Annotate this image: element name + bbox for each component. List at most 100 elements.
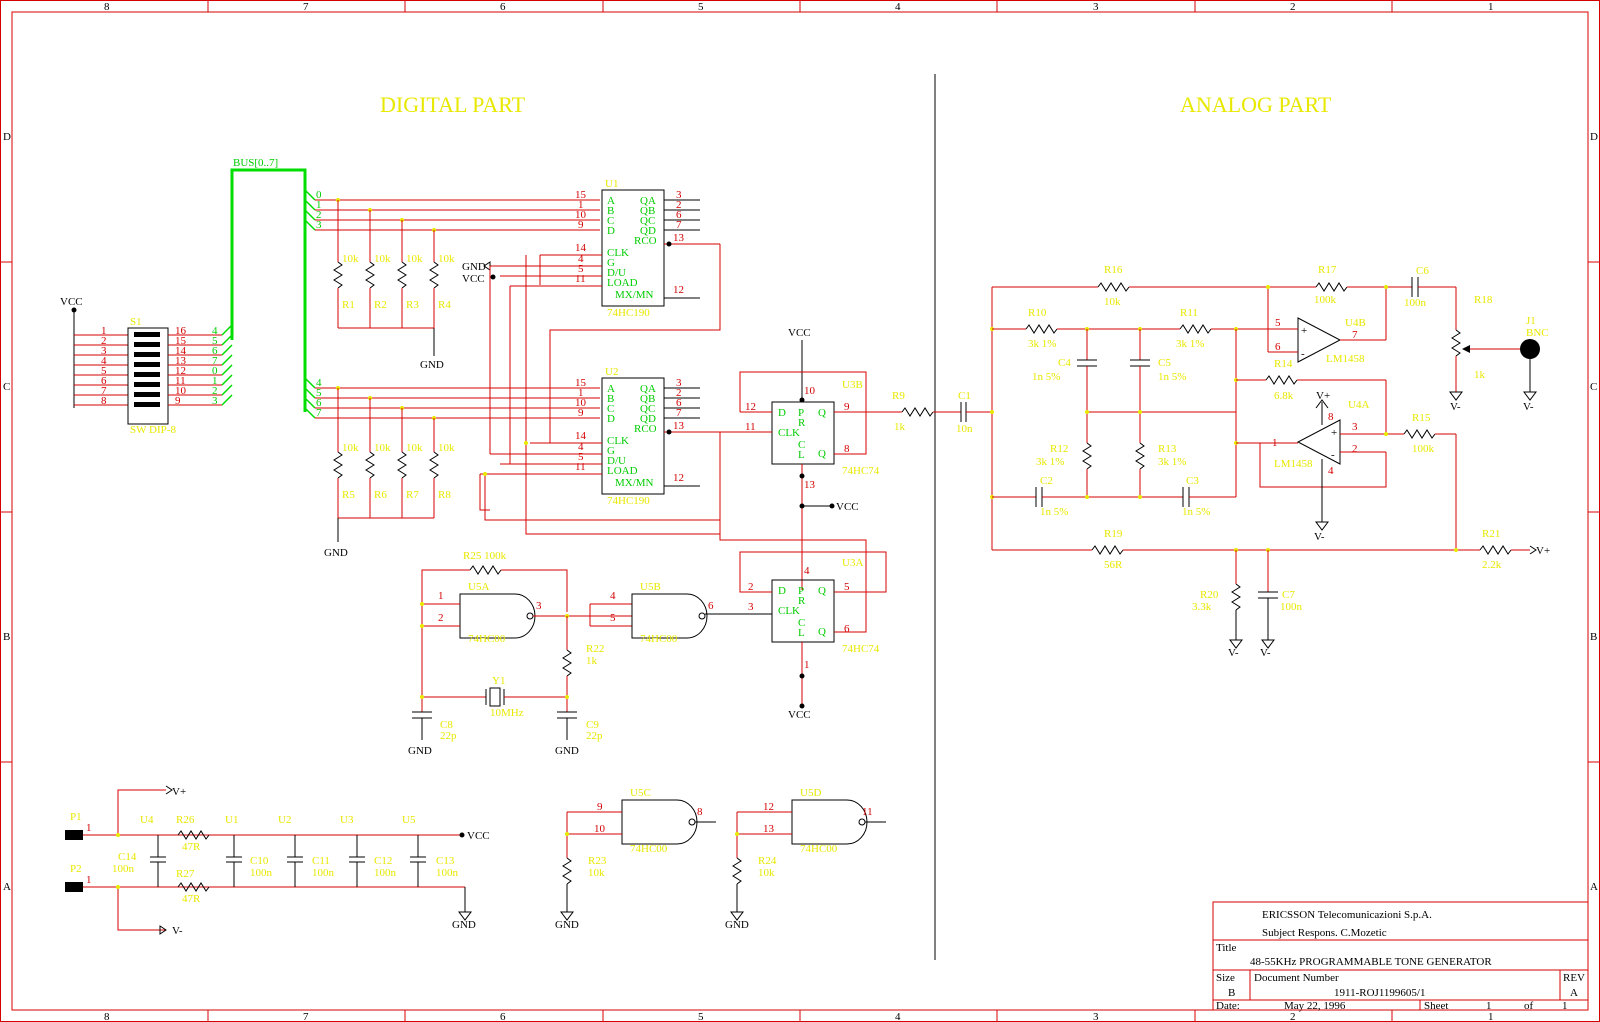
resistor-value: 10k [406,253,423,265]
c9-ref: C9 [586,719,599,731]
pin-num: 4 [578,441,584,453]
pin-name: G [607,257,615,269]
pin-name: B [607,205,614,217]
cap-ref: C14 [118,851,137,863]
svg-text:Q: Q [818,626,826,638]
oscillator: R25 100k U5A 74HC00 1 2 3 U5B 74HC00 4 5… [408,550,772,757]
u5b-ref: U5B [640,581,661,593]
vminus-label: V- [172,925,183,937]
col-label: 8 [104,1011,110,1022]
pin-num: 14 [175,345,187,357]
pin-name: QC [640,215,655,227]
date-label: Date: [1216,1000,1240,1012]
svg-text:P: P [798,585,804,597]
svg-text:P: P [798,407,804,419]
c9-value: 22p [586,730,603,742]
bus-label: BUS[0..7] [233,157,278,169]
bus-bit: 3 [212,395,218,407]
pin-num: 15 [575,377,587,389]
svg-text:CLK: CLK [778,605,800,617]
u3b-part: 74HC74 [842,465,880,477]
pin-num: 5 [610,612,616,624]
u5b-part: 74HC00 [640,633,678,645]
svg-text:C: C [798,439,805,451]
unit-label: U4 [140,814,154,826]
pin-num: 3 [676,377,682,389]
y1-value: 10MHz [490,707,524,719]
r15-ref: R15 [1412,412,1431,424]
vcc-label: VCC [462,273,485,285]
u2-ref: U2 [605,366,618,378]
col-label: 4 [895,1,901,13]
cap-value: 100n [112,863,135,875]
r15-value: 100k [1412,443,1435,455]
vplus-label: V+ [172,786,186,798]
vminus-label: V- [1260,647,1271,659]
c3-ref: C3 [1186,475,1199,487]
pin-num: 11 [575,273,586,285]
unit-label: U2 [278,814,291,826]
col-label: 8 [104,1,110,13]
svg-text:Q: Q [818,585,826,597]
r23-value: 10k [588,867,605,879]
pin-num: 4 [578,253,584,265]
pin-name: QB [640,393,655,405]
cap-ref: C13 [436,855,455,867]
c6-ref: C6 [1416,265,1429,277]
pin-num: 2 [748,581,754,593]
r14-ref: R14 [1274,358,1293,370]
drawing-title: 48-55KHz PROGRAMMABLE TONE GENERATOR [1250,956,1492,968]
u3b-ref: U3B [842,379,863,391]
analog-filter: R9 1k C1 10n R16 10k R10 3k 1% R11 3k 1%… [892,264,1550,659]
r10-ref: R10 [1028,307,1047,319]
pin-name: QC [640,403,655,415]
pin-num: 6 [676,209,682,221]
svg-text:Q: Q [818,407,826,419]
pin-name: B [607,393,614,405]
pin-num: 7 [101,385,107,397]
pin-num: 14 [575,242,587,254]
r9-value: 1k [894,421,906,433]
u4b-part: LM1458 [1326,353,1365,365]
pin-num: 4 [1328,465,1334,477]
pin-num: 7 [676,407,682,419]
pin-name: QA [640,195,656,207]
vplus-label: V+ [1536,545,1550,557]
r10-value: 3k 1% [1028,338,1056,350]
counter-u2: 4 5 6 7 U2 74HC190 A B C D QA QB QC QD R… [315,366,770,507]
unit-label: U3 [340,814,354,826]
svg-text:-: - [1331,449,1335,461]
pin-num: 7 [676,219,682,231]
c4-value: 1n 5% [1032,371,1060,383]
bus-bit: 2 [316,209,322,221]
pin-num: 9 [578,407,584,419]
cap-ref: C10 [250,855,269,867]
c5-value: 1n 5% [1158,371,1186,383]
col-label: 5 [698,1011,704,1022]
bus-bit: 1 [212,375,218,387]
c4-ref: C4 [1058,357,1071,369]
r21-value: 2.2k [1482,559,1502,571]
p1-ref: P1 [70,811,82,823]
pin-num: 10 [575,397,587,409]
pin-num: 12 [763,801,774,813]
title-label: Title [1216,942,1237,954]
row-label: C [1590,381,1597,393]
resistor-ref: R8 [438,489,451,501]
pin-num: 14 [575,430,587,442]
rev-label: REV [1563,972,1585,984]
sheet-value: 1 [1486,1000,1492,1012]
r13-value: 3k 1% [1158,456,1186,468]
r22-ref: R22 [586,643,604,655]
bus-bit: 4 [316,377,322,389]
pin-name: A [607,195,615,207]
row-label: A [3,881,11,893]
vminus-label: V- [1314,531,1325,543]
resistor-value: 10k [374,442,391,454]
r24-ref: R24 [758,855,777,867]
col-label: 6 [500,1,506,13]
pin-num: 13 [804,479,816,491]
gnd-label: GND [462,261,486,273]
r14-value: 6.8k [1274,390,1294,402]
